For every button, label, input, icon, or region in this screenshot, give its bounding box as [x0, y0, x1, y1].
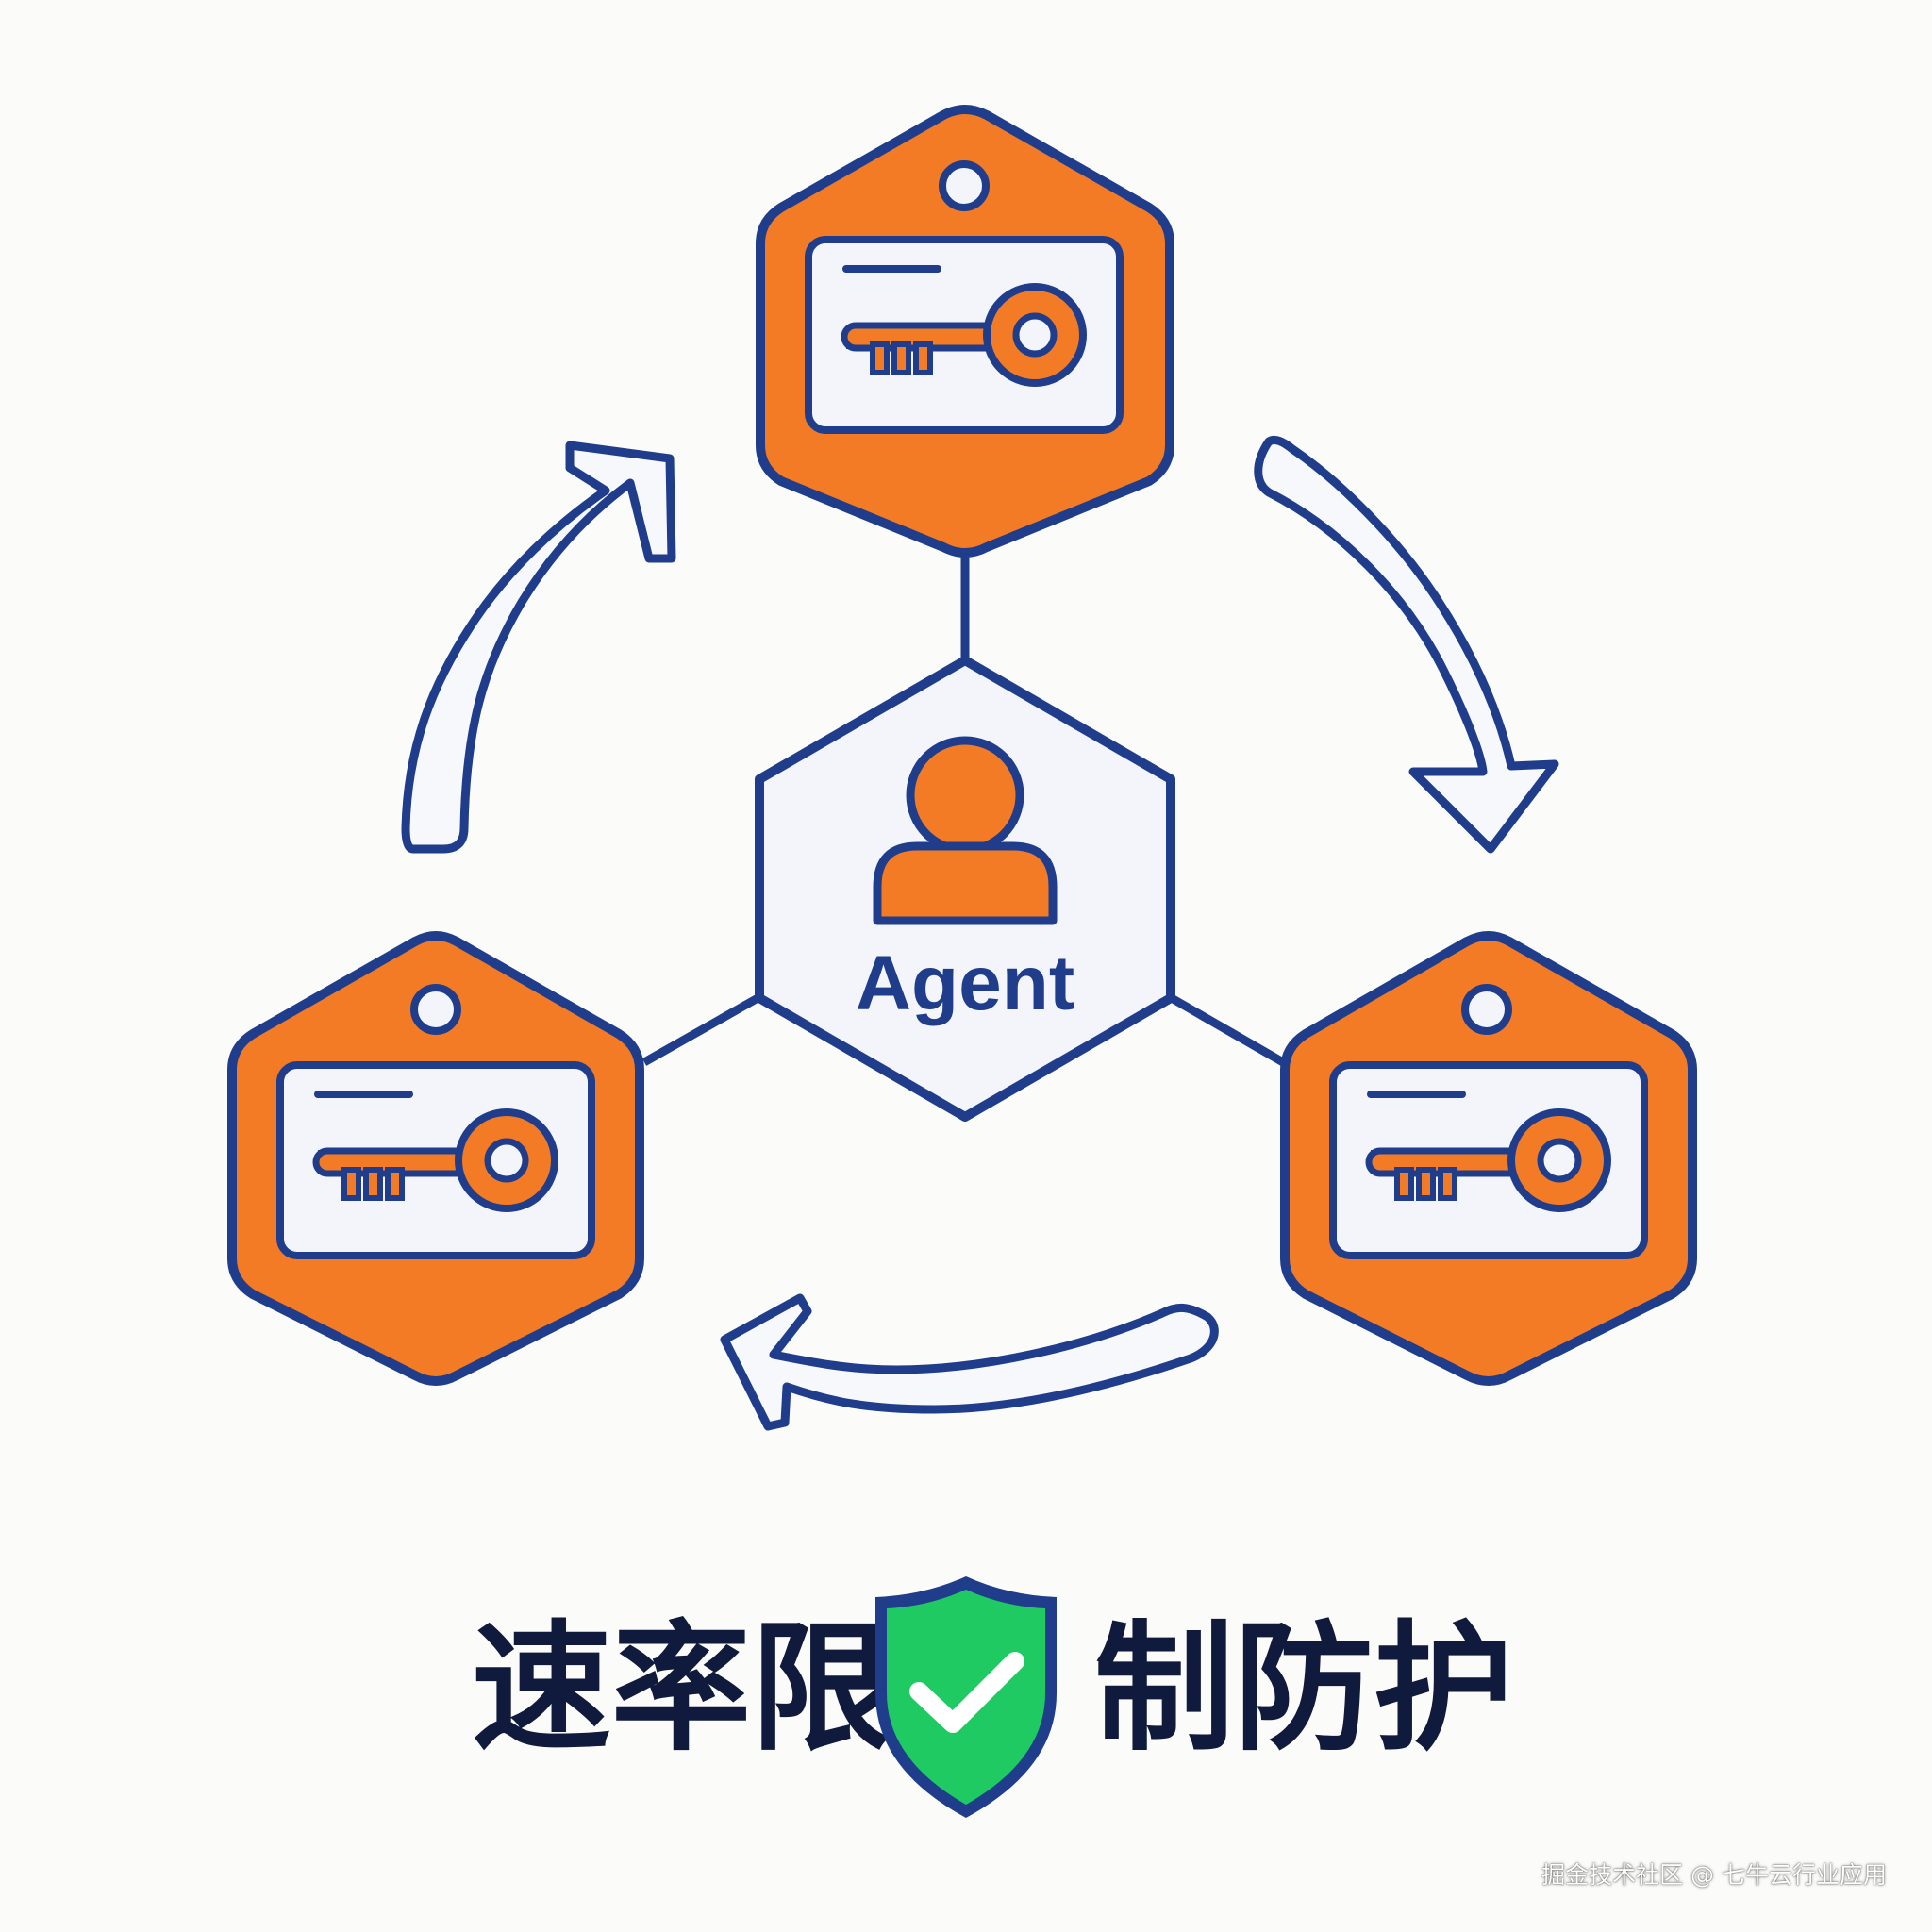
hanging-hole-right — [1461, 984, 1512, 1035]
hanging-hole-top — [939, 160, 990, 211]
key-node-right — [1280, 931, 1697, 1386]
watermark: 掘金技术社区 @ 七牛云行业应用 — [1541, 1861, 1887, 1889]
title-right: 制防护 — [1094, 1607, 1513, 1770]
arrow-down-right-shape — [1254, 435, 1559, 854]
cycle-arrow-up-right — [401, 441, 676, 854]
arrow-up-right-shape — [401, 441, 676, 854]
key-card-icon-left — [280, 1065, 591, 1256]
key-card-icon-top — [808, 240, 1120, 430]
agent-label: Agent — [856, 941, 1074, 1026]
user-icon — [873, 736, 1058, 925]
cycle-arrow-left — [720, 1293, 1219, 1431]
connector-left — [641, 993, 762, 1066]
key-node-left — [227, 931, 644, 1386]
key-node-top — [756, 105, 1174, 558]
shield-check-icon — [875, 1576, 1057, 1818]
cycle-arrow-down-right — [1254, 435, 1559, 854]
key-card-icon-right — [1333, 1065, 1644, 1256]
agent-node: Agent — [755, 656, 1175, 1122]
title-left: 速率限 — [472, 1607, 891, 1770]
hanging-hole-left — [410, 984, 461, 1035]
arrow-left-shape — [720, 1293, 1219, 1431]
connector-right — [1167, 993, 1286, 1066]
